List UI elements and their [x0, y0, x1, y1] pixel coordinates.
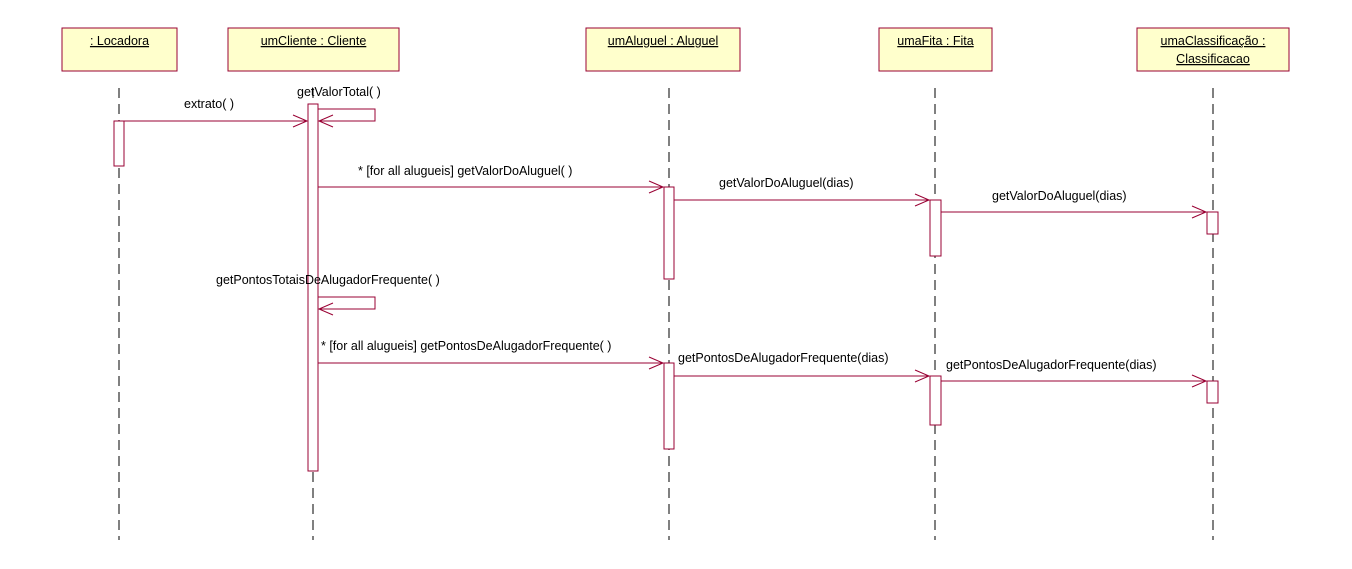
object-box: [227, 27, 400, 72]
message-getpontos-aluguel-label: getPontosDeAlugadorFrequente(dias): [678, 351, 889, 365]
object-label: umAluguel : Aluguel: [608, 34, 719, 48]
message-getpontostotais-arrow: [318, 296, 376, 310]
activations: [113, 103, 1219, 472]
activation-umaclassificacao-1: [1206, 211, 1219, 235]
messages: [124, 108, 1208, 388]
message-labels: extrato( ) getValorTotal( ) * [for all a…: [184, 85, 1157, 372]
message-getvalordoaluguel-fita-label: getValorDoAluguel(dias): [992, 189, 1127, 203]
activation-umaclassificacao-2: [1206, 380, 1219, 404]
object-box: [585, 27, 741, 72]
message-getpontostotais-label: getPontosTotaisDeAlugadorFrequente( ): [216, 273, 440, 287]
object-label: umaFita : Fita: [897, 34, 973, 48]
object-box: [878, 27, 993, 72]
message-extrato-label: extrato( ): [184, 97, 234, 111]
arrowhead: [914, 369, 931, 383]
object-umafita[interactable]: umaFita : Fita: [878, 27, 993, 72]
message-getvalordoaluguel-aluguel-label: getValorDoAluguel(dias): [719, 176, 854, 190]
arrowhead: [648, 180, 665, 194]
message-getvalortotal-label: getValorTotal( ): [297, 85, 381, 99]
object-label-line2: Classificacao: [1176, 52, 1250, 66]
object-label: : Locadora: [90, 34, 149, 48]
activation-umafita-1: [929, 199, 942, 257]
object-umaluguel[interactable]: umAluguel : Aluguel: [585, 27, 741, 72]
arrowhead: [1191, 205, 1208, 219]
object-label: umaClassificação :: [1161, 34, 1266, 48]
arrowhead: [1191, 374, 1208, 388]
activation-umaluguel-2: [663, 362, 675, 450]
arrowhead: [292, 114, 309, 128]
object-locadora[interactable]: : Locadora: [61, 27, 178, 72]
arrowhead: [317, 302, 334, 316]
lifelines: [118, 88, 1214, 540]
object-umcliente[interactable]: umCliente : Cliente: [227, 27, 400, 72]
message-getpontos-fita-label: getPontosDeAlugadorFrequente(dias): [946, 358, 1157, 372]
arrowhead: [317, 114, 334, 128]
activation-umafita-2: [929, 375, 942, 426]
object-umaclassificacao[interactable]: umaClassificação : Classificacao: [1136, 27, 1290, 72]
activation-locadora: [113, 120, 125, 167]
arrowhead: [648, 356, 665, 370]
object-box: [61, 27, 178, 72]
message-getvalordoaluguel-cliente-label: * [for all alugueis] getValorDoAluguel( …: [358, 164, 572, 178]
object-box: [1136, 27, 1290, 72]
activation-umaluguel-1: [663, 186, 675, 280]
object-label: umCliente : Cliente: [261, 34, 367, 48]
arrowhead: [914, 193, 931, 207]
message-getvalortotal-arrow: [318, 108, 376, 122]
activation-umcliente: [307, 103, 319, 472]
message-getpontos-cliente-label: * [for all alugueis] getPontosDeAlugador…: [321, 339, 611, 353]
